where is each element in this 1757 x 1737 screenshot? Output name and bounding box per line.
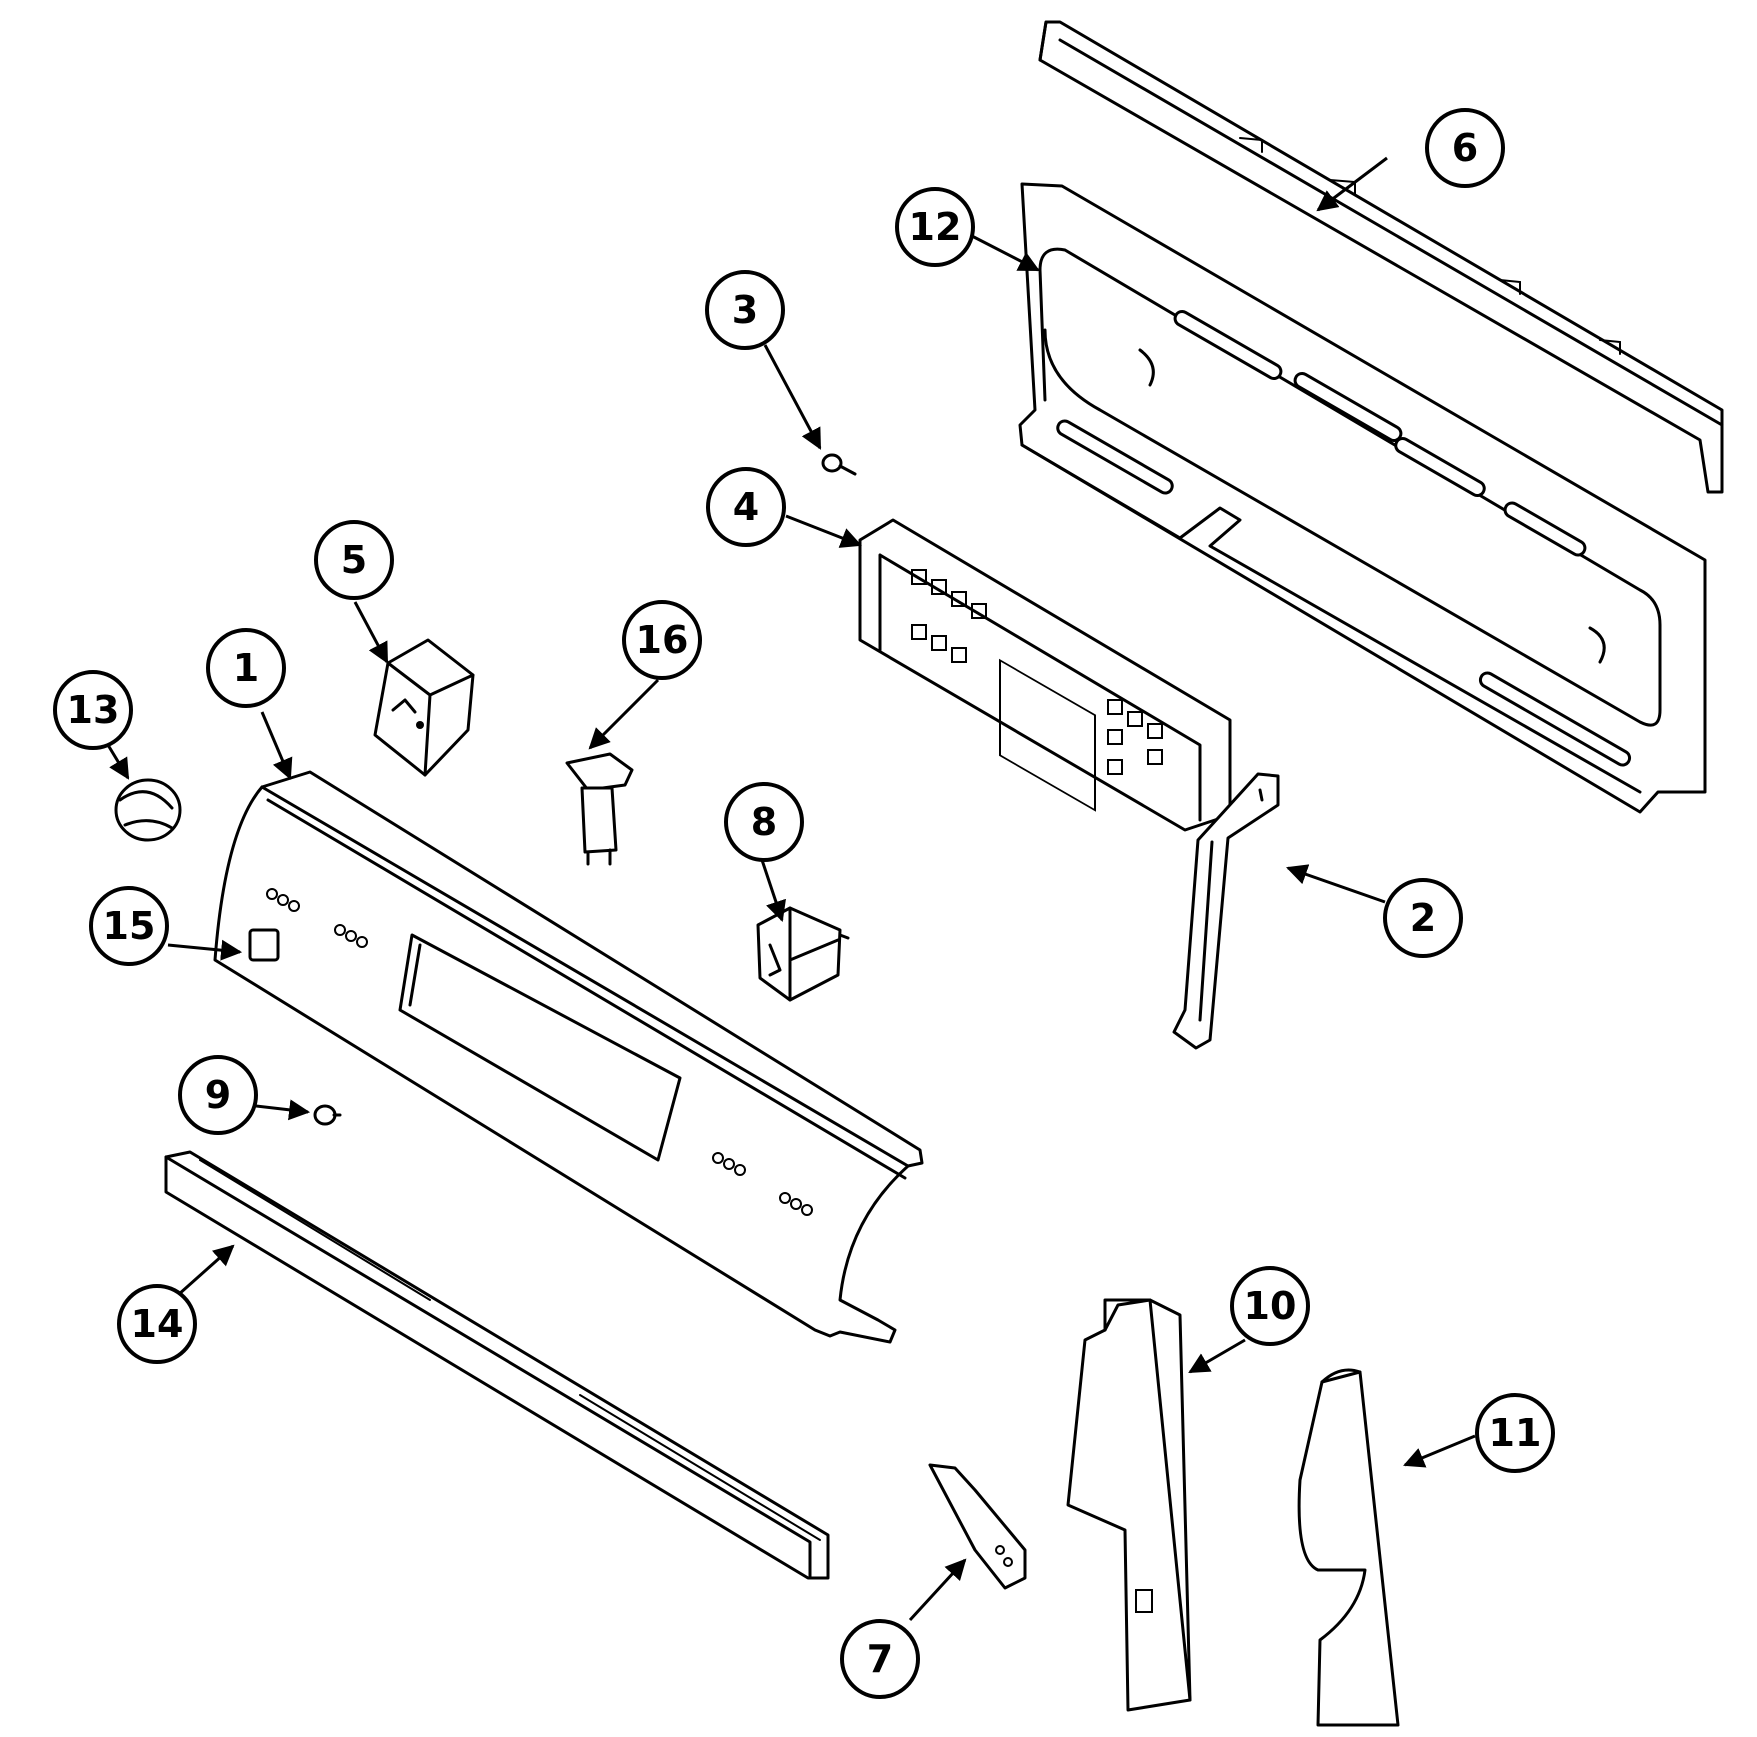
- part-8-switch: [756, 906, 850, 1002]
- callout-4: 4: [706, 467, 786, 547]
- callout-11-label: 11: [1489, 1411, 1542, 1455]
- part-14-lower-trim: [164, 1150, 830, 1580]
- callout-8-label: 8: [751, 800, 777, 844]
- callout-2: 2: [1383, 878, 1463, 958]
- part-9-screw: [313, 1104, 342, 1126]
- part-7-bracket: [928, 1463, 1027, 1590]
- callout-16: 16: [622, 600, 702, 680]
- part-12-rear-panel: [1018, 182, 1707, 814]
- callout-12: 12: [895, 187, 975, 267]
- callout-5: 5: [314, 520, 394, 600]
- callout-13-label: 13: [67, 688, 120, 732]
- callout-14-label: 14: [131, 1302, 184, 1346]
- callout-15: 15: [89, 886, 169, 966]
- callout-9-label: 9: [205, 1073, 231, 1117]
- part-5-switch: [373, 638, 475, 777]
- callout-6-label: 6: [1452, 126, 1478, 170]
- part-4-electronic-control: [858, 518, 1232, 832]
- callout-1: 1: [206, 628, 286, 708]
- part-10-side-cap: [1066, 1298, 1192, 1712]
- callout-14: 14: [117, 1284, 197, 1364]
- callout-3: 3: [705, 270, 785, 350]
- callout-2-label: 2: [1410, 896, 1436, 940]
- part-1-control-panel: [213, 770, 924, 1344]
- callout-10-label: 10: [1244, 1284, 1297, 1328]
- callout-15-label: 15: [103, 904, 156, 948]
- callout-3-label: 3: [732, 288, 758, 332]
- callout-6: 6: [1425, 108, 1505, 188]
- part-11-end-cap: [1297, 1368, 1400, 1727]
- callout-8: 8: [724, 782, 804, 862]
- callout-10: 10: [1230, 1266, 1310, 1346]
- callout-12-label: 12: [909, 205, 962, 249]
- callout-7-label: 7: [867, 1637, 893, 1681]
- callout-4-label: 4: [733, 485, 759, 529]
- callout-5-label: 5: [341, 538, 367, 582]
- callout-16-label: 16: [636, 618, 689, 662]
- callout-11: 11: [1475, 1393, 1555, 1473]
- callout-1-label: 1: [233, 646, 259, 690]
- part-3-screw: [821, 453, 857, 476]
- part-2-bracket: [1172, 772, 1280, 1050]
- part-13-knob: [114, 778, 182, 842]
- callout-9: 9: [178, 1055, 258, 1135]
- callout-13: 13: [53, 670, 133, 750]
- part-16-indicator-light: [565, 752, 634, 866]
- callout-7: 7: [840, 1619, 920, 1699]
- leader-lines: [106, 156, 1476, 1622]
